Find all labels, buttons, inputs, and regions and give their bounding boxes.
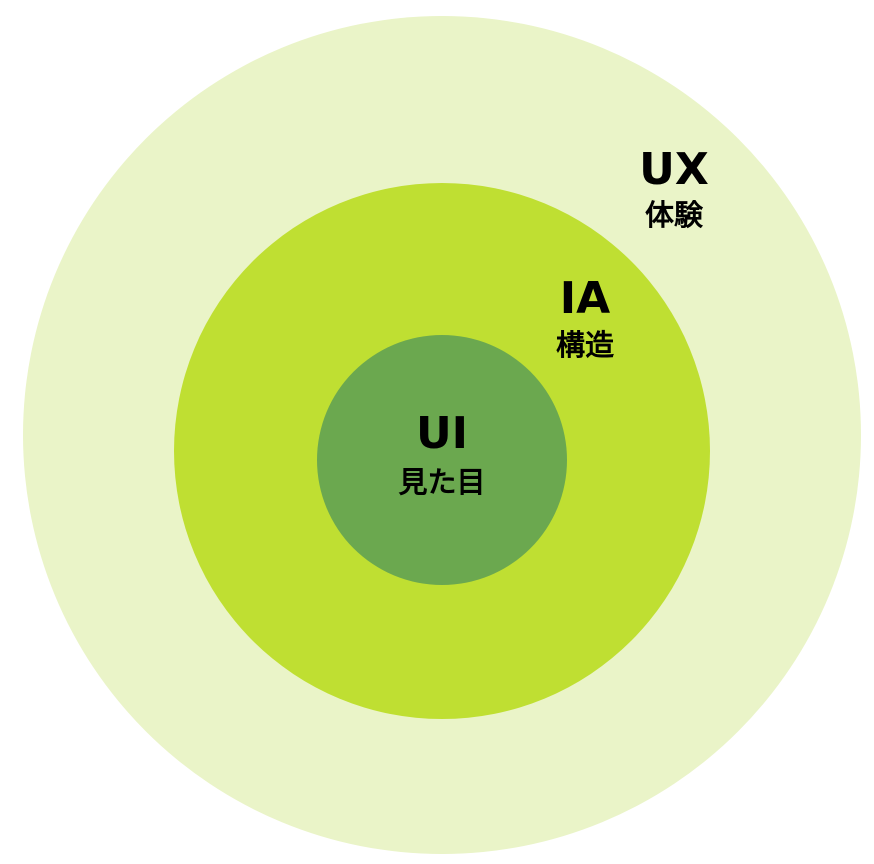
ia-title: IA	[559, 273, 611, 324]
ui-circle	[317, 335, 567, 585]
ux-subtitle: 体験	[644, 198, 704, 232]
ui-subtitle: 見た目	[398, 465, 486, 499]
ux-title: UX	[639, 144, 709, 195]
ia-subtitle: 構造	[555, 328, 615, 362]
ui-title: UI	[415, 408, 469, 459]
